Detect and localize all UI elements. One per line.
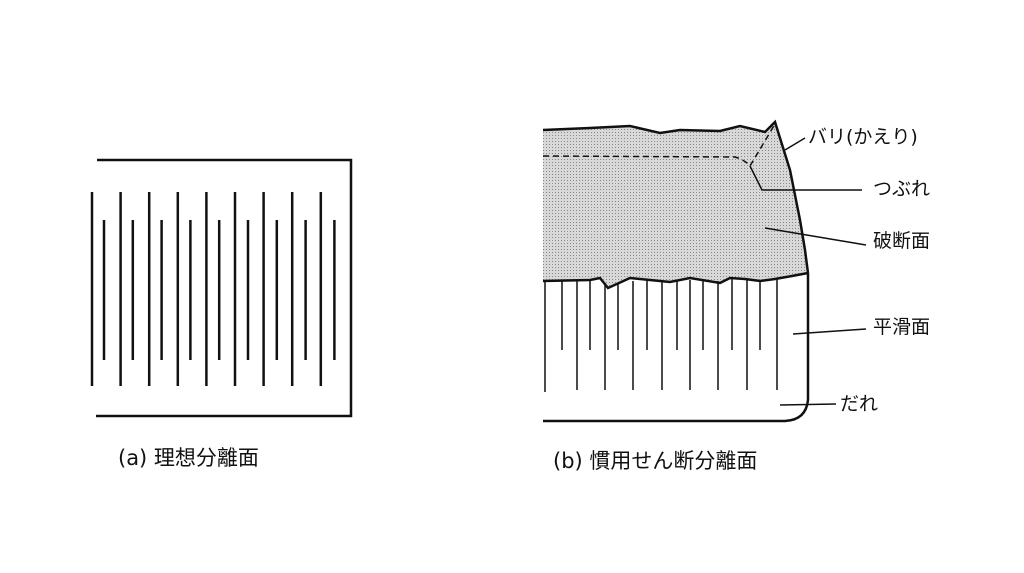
crush-leader	[749, 165, 862, 191]
fracture-boundary	[542, 271, 809, 290]
label-crush: つぶれ	[873, 178, 931, 200]
smooth-leader	[792, 328, 867, 335]
ideal-separation-figure	[90, 158, 353, 418]
caption-a: (a) 理想分離面	[118, 446, 259, 470]
label-fracture: 破断面	[873, 230, 931, 252]
caption-b: (b) 慣用せん断分離面	[553, 449, 758, 473]
fracture-leader	[764, 227, 867, 246]
label-smooth: 平滑面	[873, 316, 931, 338]
fracture-zone	[543, 122, 808, 288]
burr-leader	[784, 137, 806, 151]
ideal-outline	[96, 158, 353, 418]
top-edge	[542, 119, 810, 274]
label-burr: バリ(かえり)	[808, 126, 918, 148]
conventional-shear-figure	[542, 119, 867, 423]
rollover-leader	[779, 403, 837, 406]
label-rollover: だれ	[840, 393, 879, 415]
smooth-outline	[543, 273, 810, 423]
dashed-original-edge	[542, 123, 776, 168]
